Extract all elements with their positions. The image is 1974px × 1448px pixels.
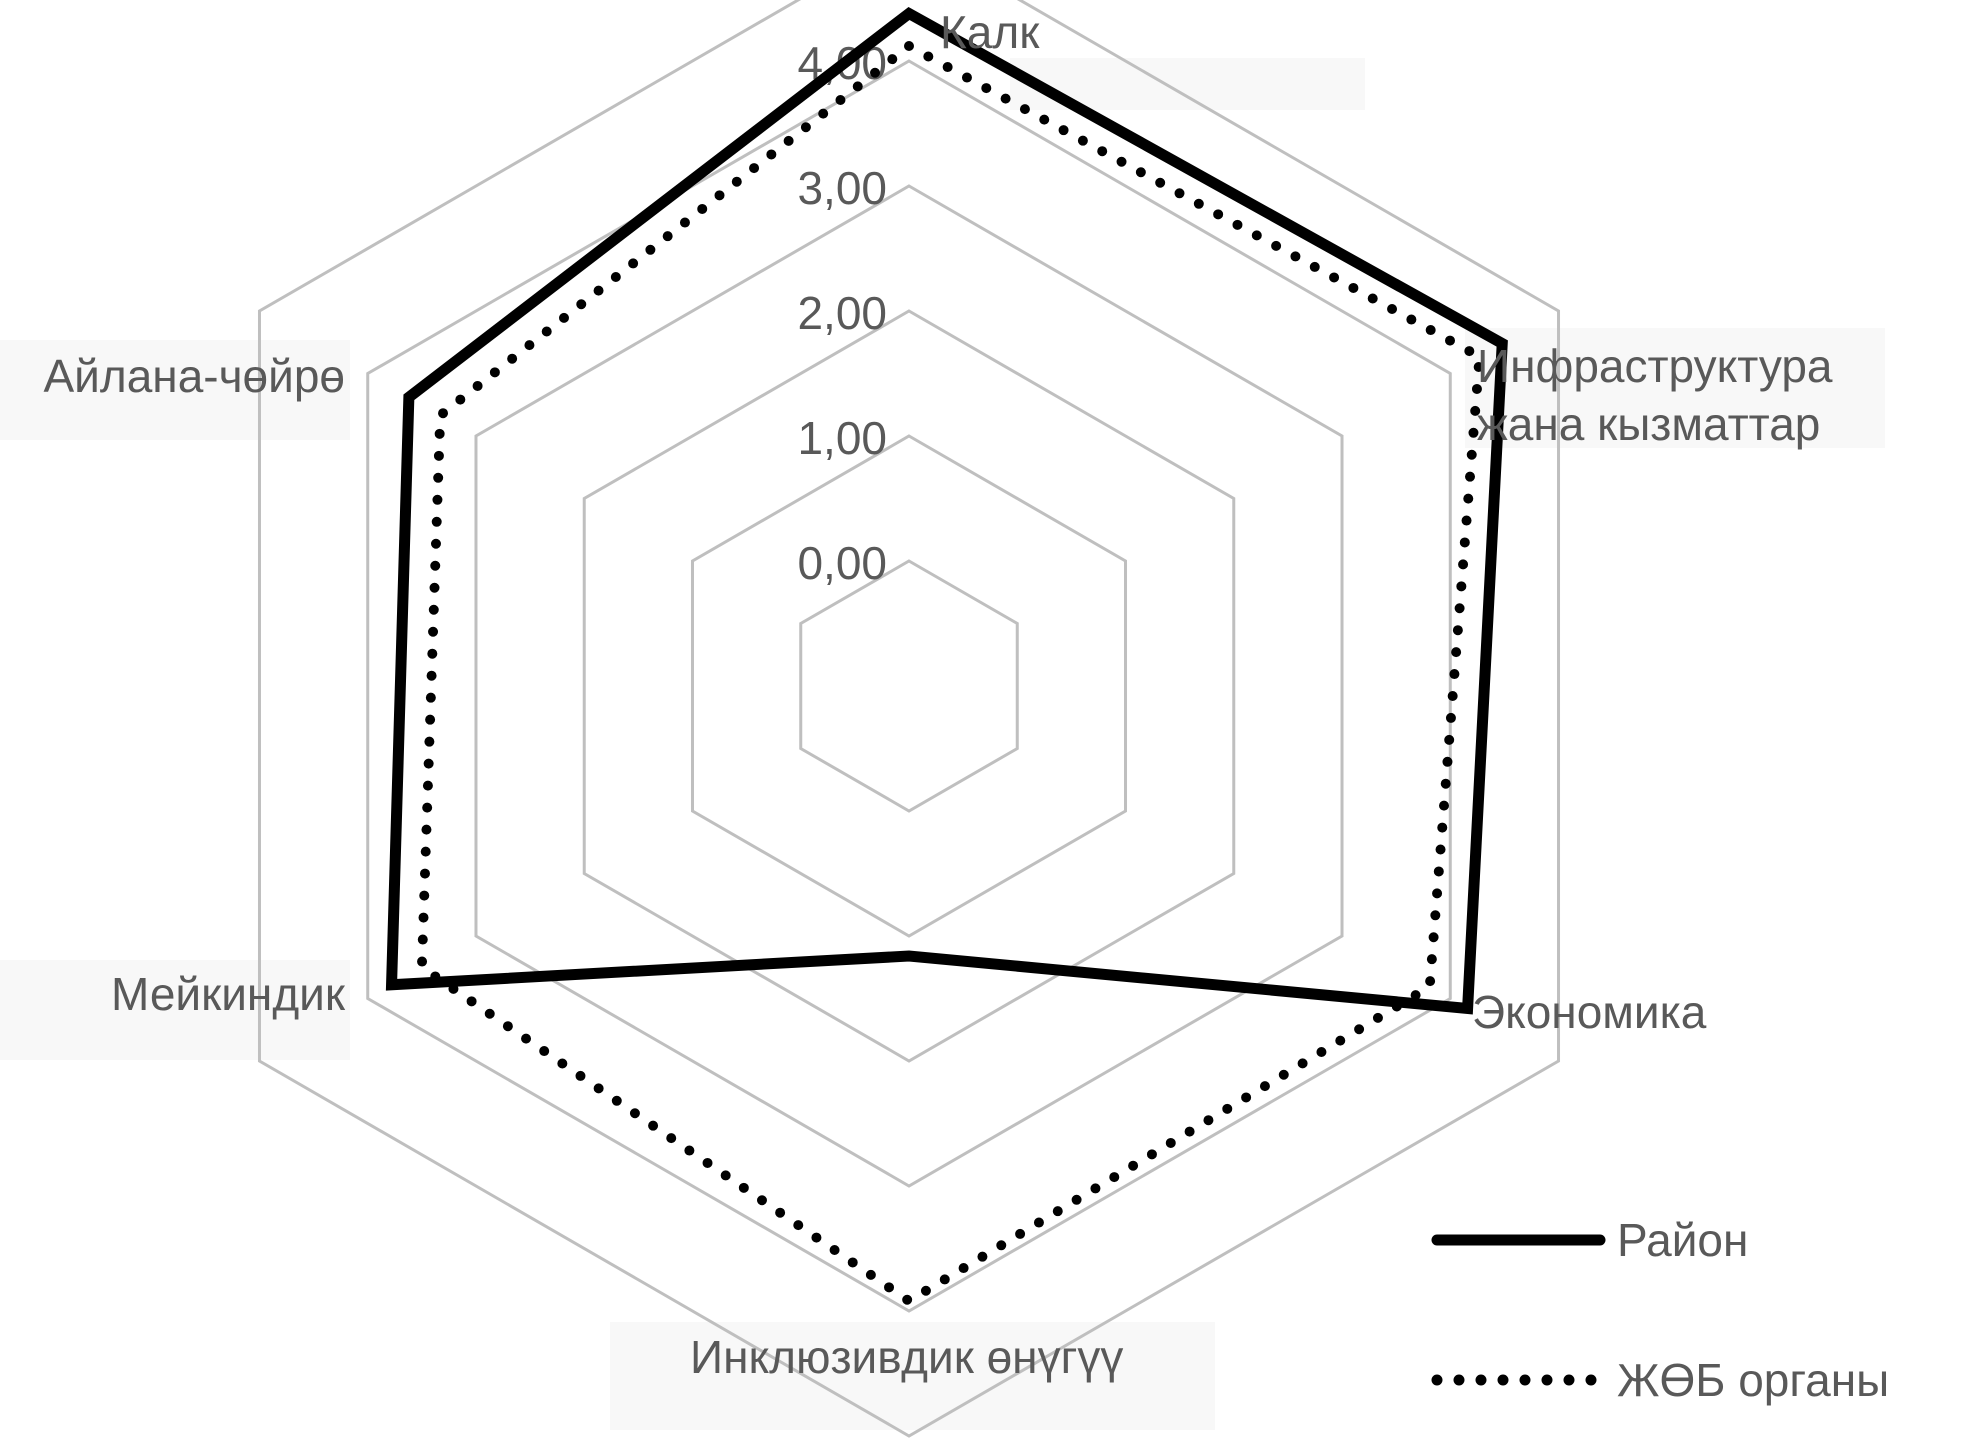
grid-ring-2 bbox=[582, 309, 1236, 1063]
category-label: Инфраструктура bbox=[1477, 340, 1833, 392]
series-line-0 bbox=[385, 6, 1508, 1015]
tick-label: 0,00 bbox=[797, 537, 887, 589]
legend: Район ЖӨБ органы bbox=[1431, 1214, 1889, 1406]
grid-ring-1 bbox=[690, 434, 1128, 938]
label-background bbox=[0, 960, 350, 1060]
tick-label: 1,00 bbox=[797, 412, 887, 464]
grid bbox=[257, 0, 1561, 1438]
label-background bbox=[1465, 328, 1885, 448]
grid-ring-0 bbox=[799, 559, 1019, 813]
label-background bbox=[0, 340, 350, 440]
grid-ring-3 bbox=[474, 184, 1344, 1188]
legend-label-zhob: ЖӨБ органы bbox=[1617, 1354, 1889, 1406]
grid-ring-4 bbox=[366, 59, 1452, 1313]
axis-label-backgrounds bbox=[0, 58, 1885, 1430]
series-line-1 bbox=[416, 40, 1485, 1307]
label-background bbox=[610, 1322, 1215, 1430]
category-label: Мейкиндик bbox=[111, 968, 346, 1020]
category-label: жана кызматтар bbox=[1477, 398, 1820, 450]
category-label: Экономика bbox=[1472, 986, 1707, 1038]
category-label: Инклюзивдик өнүгүү bbox=[690, 1331, 1123, 1383]
tick-labels: 0,001,002,003,004,005,00 bbox=[797, 37, 887, 589]
category-label: Калк bbox=[940, 6, 1040, 58]
tick-label: 3,00 bbox=[797, 162, 887, 214]
tick-label: 2,00 bbox=[797, 287, 887, 339]
legend-label-rayon: Район bbox=[1617, 1214, 1748, 1266]
category-label: Айлана-чөйрө bbox=[43, 350, 345, 402]
series bbox=[385, 6, 1508, 1307]
grid-ring-5 bbox=[257, 0, 1561, 1438]
